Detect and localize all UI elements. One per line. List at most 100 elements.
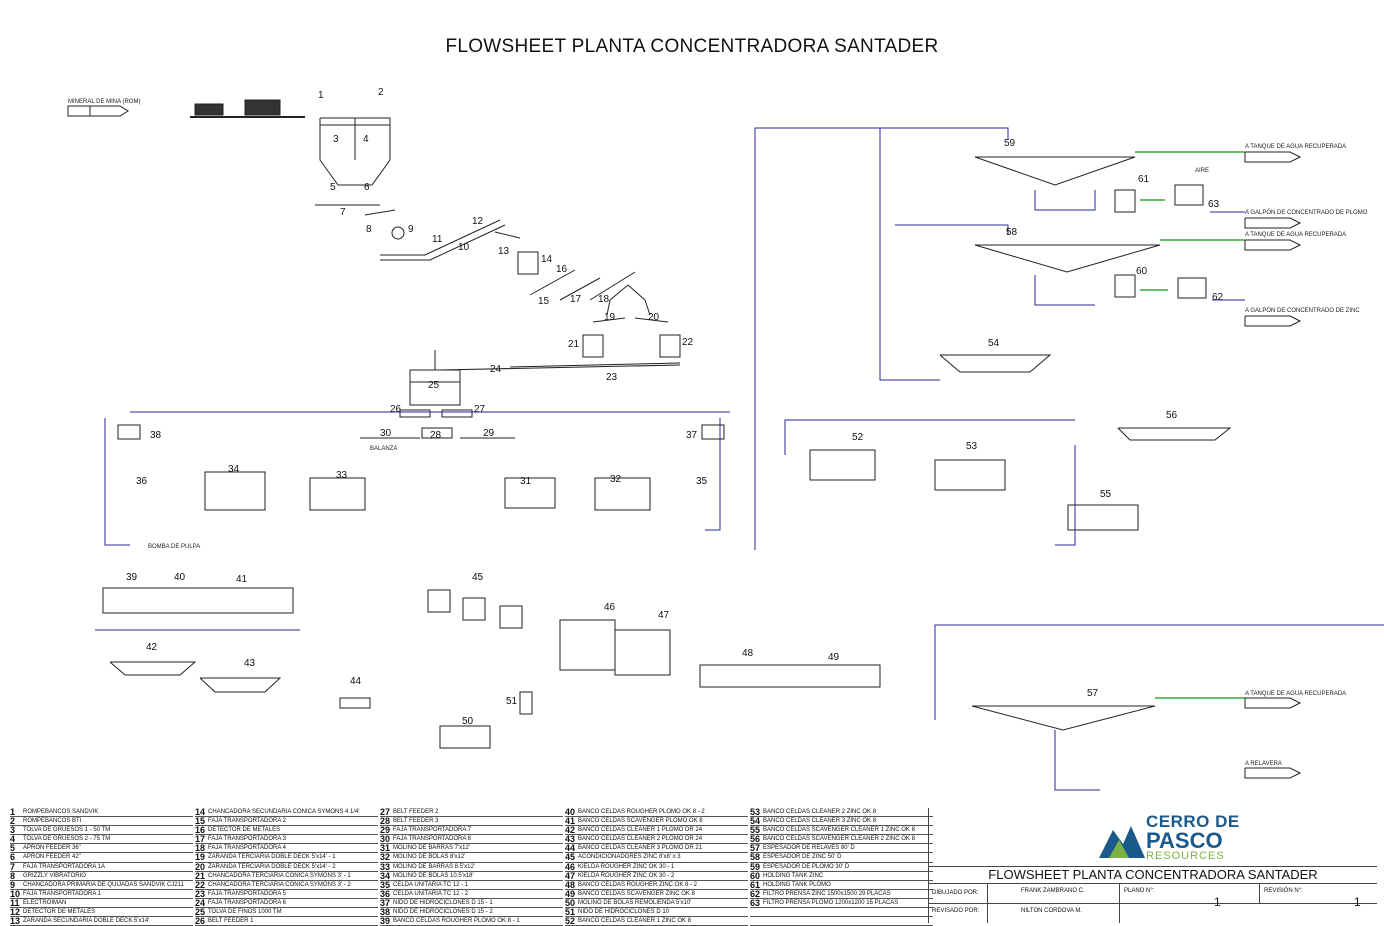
output-label-plomo: A GALPÓN DE CONCENTRADO DE PLOMO [1245, 209, 1368, 216]
equipment-number: 15 [538, 296, 550, 307]
legend-description: ZARANDA TERCIARIA DOBLE DECK 5'x14' - 1 [208, 853, 378, 861]
legend-description: KIELDA ROUGHER ZINC OK 30 - 1 [578, 863, 748, 871]
legend-number: 29 [380, 826, 393, 834]
equipment-number: 2 [378, 87, 384, 98]
scale-label: BALANZA [370, 446, 397, 452]
flow-diagram: MINERAL DE MINA (ROM) A TANQUE DE AGUA R… [0, 0, 1384, 808]
legend-number: 6 [10, 853, 23, 861]
legend-description: BELT FEEDER 3 [393, 817, 563, 825]
legend-description: NIDO DE HIDROCICLONES D 15 - 2 [393, 908, 563, 916]
legend-number: 27 [380, 808, 393, 816]
legend-number: 26 [195, 917, 208, 925]
legend-description: FAJA TRANSPORTADORA 8 [393, 835, 563, 843]
legend-number: 56 [750, 835, 763, 843]
jaw-crusher [392, 227, 404, 239]
legend-number [750, 908, 763, 916]
output-arrow-agua2 [1245, 240, 1300, 250]
equipment-number: 7 [340, 207, 346, 218]
equipment-number: 54 [988, 338, 1000, 349]
pump-label: BOMBA DE PULPA [148, 544, 200, 550]
air-label: AIRE [1195, 168, 1209, 174]
legend-row: 18FAJA TRANSPORTADORA 4 [195, 844, 378, 853]
title-block: CERRO DE PASCO RESOURCES FLOWSHEET PLANT… [928, 808, 1377, 923]
legend-row: 15FAJA TRANSPORTADORA 2 [195, 817, 378, 826]
legend-number: 14 [195, 808, 208, 816]
equipment-number: 11 [432, 234, 443, 245]
legend-row: 63FILTRO PRENSA PLOMO 1200x1200 15 PLACA… [750, 899, 933, 908]
legend-number: 8 [10, 872, 23, 880]
legend-description: FAJA TRANSPORTADORA 1A [23, 863, 193, 871]
equipment-number: 50 [462, 716, 474, 727]
legend-description: BANCO CELDAS SCAVENGER CLEANER 1 ZINC OK… [763, 826, 933, 834]
legend-description: FILTRO PRENSA PLOMO 1200x1200 15 PLACAS [763, 899, 933, 907]
plano-value: 1 [1214, 895, 1221, 909]
legend-row: 8GRIZZLY VIBRATORIO [10, 872, 193, 881]
legend-description: TOLVA DE FINOS 1000 TM [208, 908, 378, 916]
legend-number: 15 [195, 817, 208, 825]
equipment-number: 35 [696, 476, 708, 487]
equipment-number: 28 [430, 430, 442, 441]
equipment-number: 10 [458, 242, 470, 253]
legend-description: MOLINO DE BOLAS 10.5'x18' [393, 872, 563, 880]
legend-description: FILTRO PRENSA ZINC 1500x1500 29 PLACAS [763, 890, 933, 898]
revisado-label: REVISADO POR: [932, 908, 979, 914]
legend-description: CHANCADORA SECUNDARIA CONICA SYMONS 4 1/… [208, 808, 378, 816]
legend-number: 7 [10, 863, 23, 871]
equipment-number: 24 [490, 364, 502, 375]
legend-row: 49BANCO CELDAS SCAVENGER ZINC OK 8 [565, 890, 748, 899]
equipment-number: 12 [472, 216, 484, 227]
legend-row: 52BANCO CELDAS CLEANER 1 ZINC OK 8 [565, 917, 748, 926]
legend-row: 13ZARANDA SECUNDARIA DOBLE DECK 5'x14' [10, 917, 193, 926]
legend-row: 28BELT FEEDER 3 [380, 817, 563, 826]
equipment-number: 40 [174, 572, 186, 583]
legend-number: 28 [380, 817, 393, 825]
legend-row: 32MOLINO DE BOLAS 8'x12' [380, 853, 563, 862]
legend-description: FAJA TRANSPORTADORA 3 [208, 835, 378, 843]
legend-number: 38 [380, 908, 393, 916]
legend-number: 61 [750, 881, 763, 889]
legend-number: 52 [565, 917, 578, 925]
equipment-legend: 1ROMPEBANCOS SANDVIK2ROMPEBANCOS BTI3TOL… [10, 808, 930, 923]
equipment-number: 34 [228, 464, 240, 475]
legend-number: 30 [380, 835, 393, 843]
equipment-number: 43 [244, 658, 256, 669]
legend-description: ESPESADOR DE PLOMO 30' D [763, 863, 933, 871]
legend-description: CHANCADORA TERCIARIA CONICA SYMONS 3' - … [208, 872, 378, 880]
output-arrow-agua1 [1245, 152, 1300, 162]
legend-description: BANCO CELDAS CLEANER 1 ZINC OK 8 [578, 917, 748, 925]
cyclone-nest-38 [118, 425, 140, 439]
equipment-number: 60 [1136, 266, 1148, 277]
legend-row: 2ROMPEBANCOS BTI [10, 817, 193, 826]
legend-number: 51 [565, 908, 578, 916]
legend-number: 22 [195, 881, 208, 889]
legend-description: FAJA TRANSPORTADORA 4 [208, 844, 378, 852]
equipment-number: 20 [648, 312, 660, 323]
legend-description [763, 908, 933, 916]
legend-description: NIDO DE HIDROCICLONES D 15 - 1 [393, 899, 563, 907]
legend-number: 59 [750, 863, 763, 871]
legend-column: 1ROMPEBANCOS SANDVIK2ROMPEBANCOS BTI3TOL… [10, 808, 193, 926]
legend-row: 27BELT FEEDER 2 [380, 808, 563, 817]
equipment-number: 57 [1087, 688, 1099, 699]
equipment-number: 63 [1208, 199, 1220, 210]
legend-row: 34MOLINO DE BOLAS 10.5'x18' [380, 872, 563, 881]
rom-label: MINERAL DE MINA (ROM) [68, 99, 140, 105]
equipment-number: 59 [1004, 138, 1016, 149]
legend-description: CHANCADORA PRIMARIA DE QUIJADAS SANDVIK … [23, 881, 193, 889]
legend-row: 58ESPESADOR DE ZINC 50' D [750, 853, 933, 862]
equipment-number: 23 [606, 372, 618, 383]
legend-number: 23 [195, 890, 208, 898]
equipment-number: 62 [1212, 292, 1224, 303]
legend-number: 16 [195, 826, 208, 834]
equipment-number: 61 [1138, 174, 1150, 185]
legend-number: 46 [565, 863, 578, 871]
equipment-number: 4 [363, 134, 369, 145]
legend-row: 43BANCO CELDAS CLEANER 2 PLOMO DR 24 [565, 835, 748, 844]
